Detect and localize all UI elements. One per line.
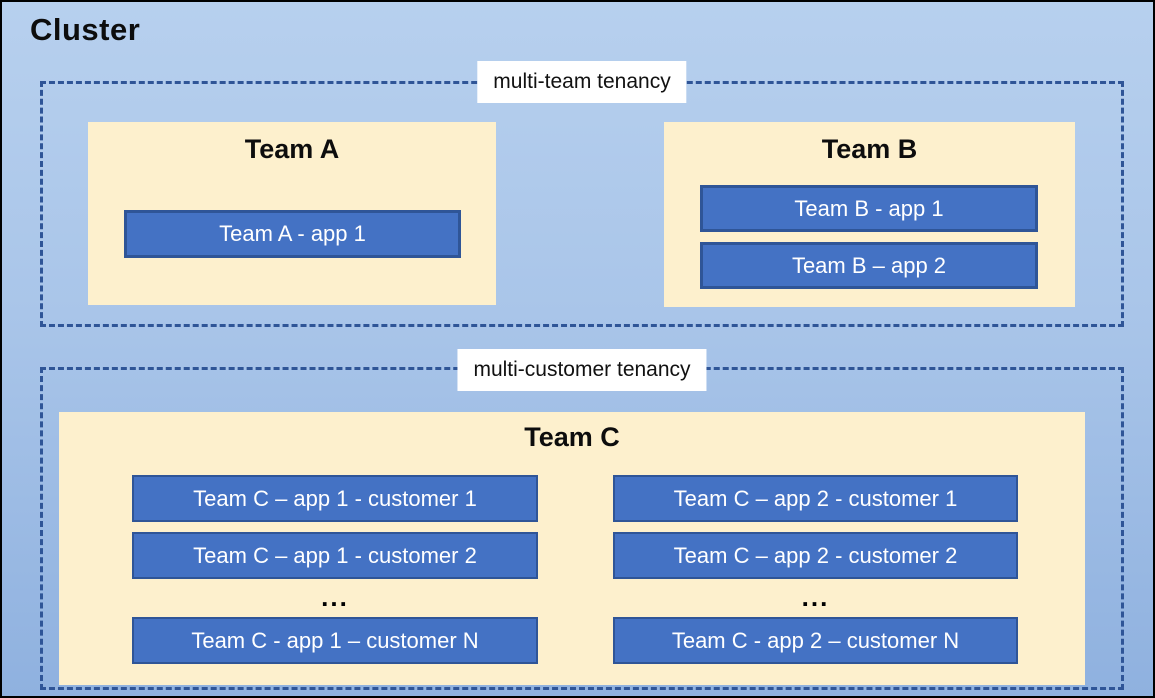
cluster-title: Cluster	[30, 12, 141, 47]
team-b-box: Team B Team B - app 1 Team B – app 2	[664, 122, 1075, 307]
team-c-title: Team C	[524, 422, 620, 452]
team-c-box: Team C Team C – app 1 - customer 1 Team …	[59, 412, 1085, 685]
app-node-team-c-app1-customer-2: Team C – app 1 - customer 2	[132, 532, 538, 579]
tenancy-label-multi-team: multi-team tenancy	[477, 61, 687, 103]
team-b-title: Team B	[821, 134, 918, 164]
tenancy-section-multi-customer: multi-customer tenancy Team C Team C – a…	[40, 349, 1124, 690]
team-c-app-2-column: Team C – app 2 - customer 1 Team C – app…	[613, 412, 1018, 685]
app-node-team-c-app1-customer-1: Team C – app 1 - customer 1	[132, 475, 538, 522]
team-a-title: Team A	[244, 134, 340, 164]
app-node-team-a-app-1: Team A - app 1	[124, 210, 461, 258]
app-node-team-c-app1-customer-n: Team C - app 1 – customer N	[132, 617, 538, 664]
ellipsis-app-2-column: ...	[801, 581, 830, 612]
app-node-team-b-app-2: Team B – app 2	[700, 242, 1038, 289]
app-node-team-c-app2-customer-1: Team C – app 2 - customer 1	[613, 475, 1018, 522]
team-a-box: Team A Team A - app 1	[88, 122, 496, 305]
team-c-app-1-column: Team C – app 1 - customer 1 Team C – app…	[132, 412, 538, 685]
tenancy-label-multi-customer: multi-customer tenancy	[457, 349, 707, 391]
tenancy-section-multi-team: multi-team tenancy Team A Team A - app 1…	[40, 61, 1124, 327]
ellipsis-app-1-column: ...	[321, 581, 349, 612]
app-node-team-b-app-1: Team B - app 1	[700, 185, 1038, 232]
app-node-team-c-app2-customer-n: Team C - app 2 – customer N	[613, 617, 1018, 664]
app-node-team-c-app2-customer-2: Team C – app 2 - customer 2	[613, 532, 1018, 579]
